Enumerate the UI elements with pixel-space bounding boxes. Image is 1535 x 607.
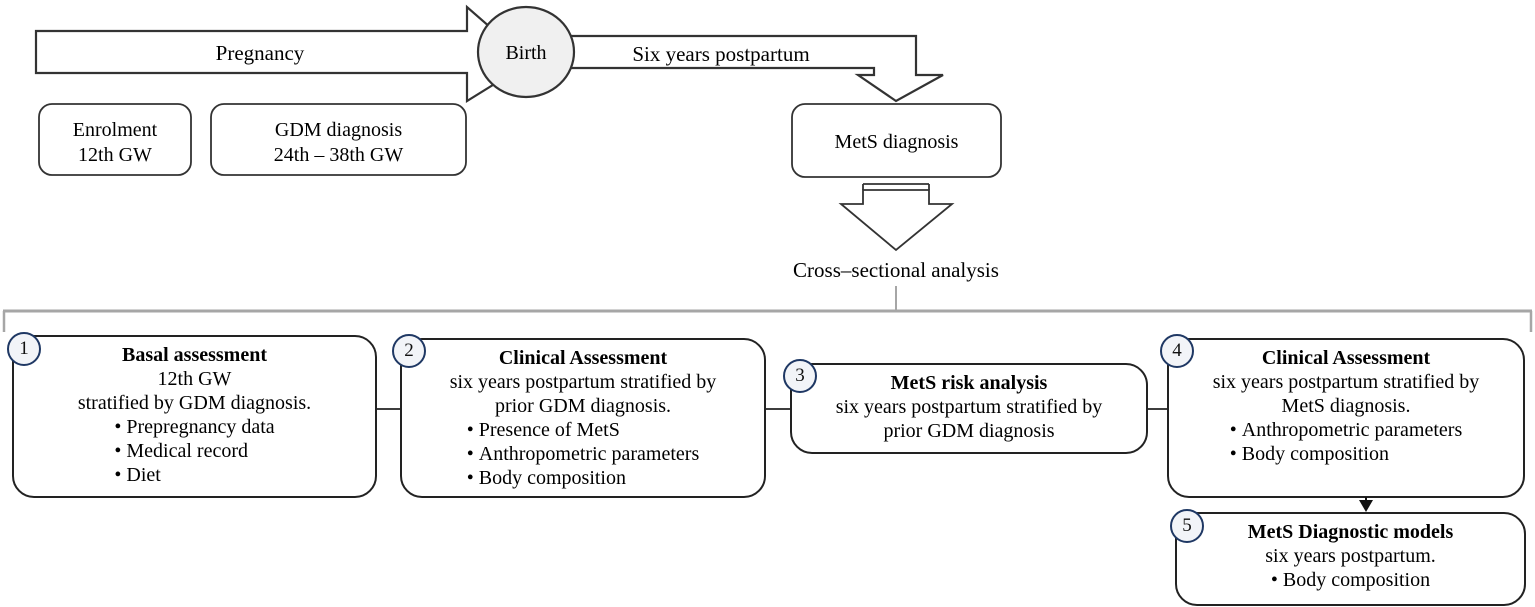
step-4-subtitle: six years postpartum stratified by MetS … [1212,371,1480,417]
step-4-bullet: Body composition [1230,442,1462,466]
step-3-number-badge: 3 [783,359,817,393]
step-1-subtitle: 12th GW stratified by GDM diagnosis. [77,368,312,414]
step-box-3: MetS risk analysis six years postpartum … [791,368,1147,453]
step-box-1: Basal assessment 12th GW stratified by G… [13,340,376,497]
cross-sectional-label: Cross–sectional analysis [793,258,999,282]
step-2-bullet: Presence of MetS [467,418,699,442]
step-2-number-badge: 2 [392,334,426,368]
step-2-subtitle: six years postpartum stratified by prior… [449,371,717,417]
step-1-bullet: Medical record [114,439,274,463]
step-4-title: Clinical Assessment [1261,347,1431,369]
step-2-bullets: Presence of MetS Anthropometric paramete… [467,418,699,490]
step-1-title: Basal assessment [121,344,267,366]
step-2-bullet: Anthropometric parameters [467,442,699,466]
step-2-title: Clinical Assessment [498,347,668,369]
gdm-diagnosis-box-line2: 24th – 38th GW [273,144,404,166]
step-5-bullet: Body composition [1271,568,1430,592]
postpartum-label: Six years postpartum [632,42,810,66]
step-2-bullet: Body composition [467,466,699,490]
step-box-4: Clinical Assessment six years postpartum… [1168,343,1524,497]
birth-ellipse [476,5,576,99]
mets-diagnosis-box-line1: MetS diagnosis [834,131,959,153]
mets-diagnosis-box-shape [791,103,1002,178]
step-5-number-badge: 5 [1170,509,1204,543]
pregnancy-label: Pregnancy [215,41,305,65]
gdm-diagnosis-box-line1: GDM diagnosis [274,119,403,141]
step-5-box-shape [1175,512,1526,606]
step-box-2: Clinical Assessment six years postpartum… [401,343,765,497]
step-1-bullet: Diet [114,463,274,487]
postpartum-arrow-shape [520,34,944,103]
step-5-title: MetS Diagnostic models [1247,521,1454,543]
cross-sectional-block-arrow [838,189,955,252]
step-box-5: MetS Diagnostic models six years postpar… [1176,517,1525,605]
step-4-bullets: Anthropometric parameters Body compositi… [1230,418,1462,466]
step-3-subtitle: six years postpartum stratified by prior… [835,396,1103,442]
step-3-title: MetS risk analysis [890,372,1048,394]
step-5-subtitle: six years postpartum. [1265,545,1436,567]
birth-label: Birth [505,42,547,64]
step-1-bullet: Prepregnancy data [114,415,274,439]
step-5-bullets: Body composition [1271,568,1430,592]
step-1-bullets: Prepregnancy data Medical record Diet [114,415,274,487]
enrolment-box-line1: Enrolment [72,119,158,141]
gdm-diagnosis-box-shape [210,103,467,176]
enrolment-box-shape [38,103,192,176]
step-4-bullet: Anthropometric parameters [1230,418,1462,442]
enrolment-box-line2: 12th GW [78,144,152,166]
step-1-number-badge: 1 [7,332,41,366]
connector-step4-step5-arrowhead [1359,500,1373,512]
step-4-number-badge: 4 [1160,334,1194,368]
